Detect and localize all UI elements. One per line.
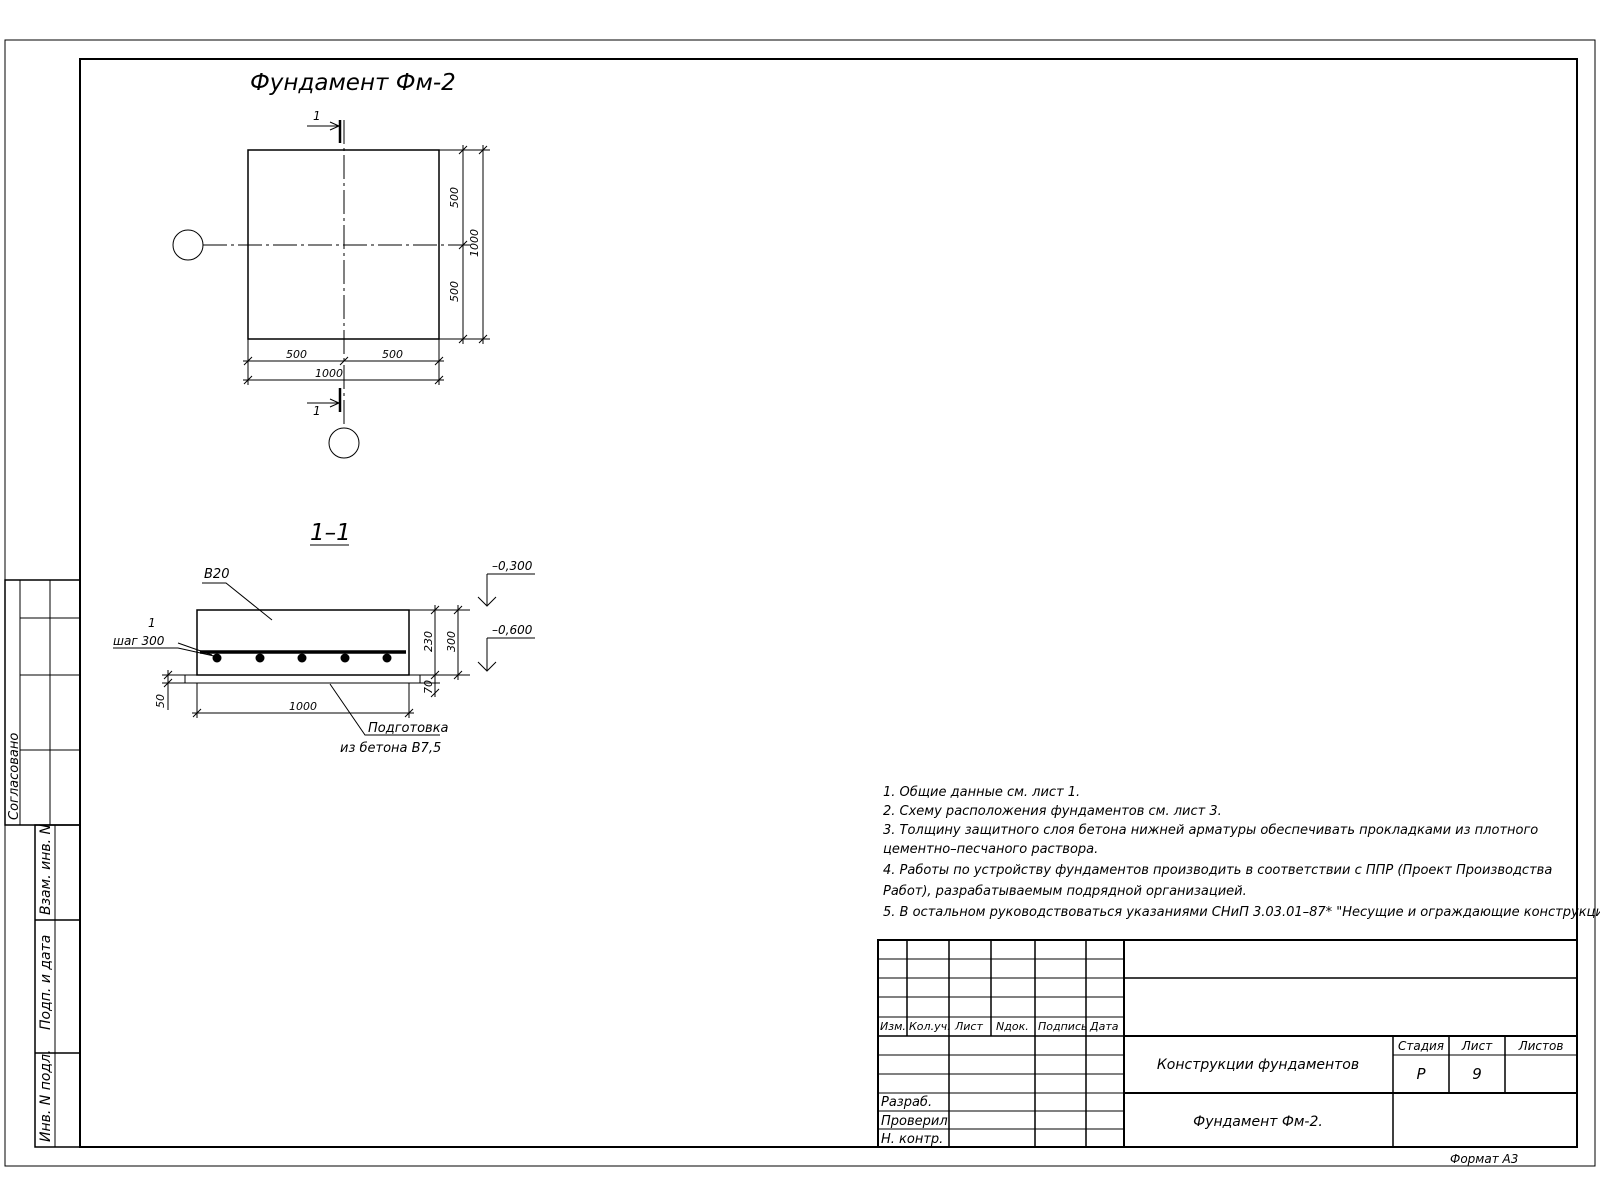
tb-col-header: Подпись — [1038, 1020, 1087, 1033]
note-line: 2. Схему расположения фундаментов см. ли… — [883, 804, 1222, 819]
dim-section-width: 1000 — [289, 700, 317, 713]
elevation-top-label: –0,300 — [492, 559, 533, 573]
tb-role: Разраб. — [881, 1095, 932, 1110]
dim-left-half: 500 — [286, 348, 307, 361]
side-label-inv-orig: Инв. N подл. — [38, 1050, 54, 1143]
section-mark-top: 1 — [307, 109, 342, 143]
section-mark-bottom-label: 1 — [313, 404, 321, 418]
plan-dims-bottom: 500 500 1000 — [243, 339, 444, 385]
tb-col-header: Nдок. — [996, 1020, 1029, 1033]
side-stamp: Согласовано Взам. инв. N Подп. и дата Ин… — [4, 579, 81, 1148]
note-line: 5. В остальном руководствоваться указани… — [883, 905, 1600, 920]
section-mark-bottom: 1 — [307, 388, 342, 418]
tb-role: Н. контр. — [881, 1132, 943, 1147]
dim-total-height: 300 — [445, 631, 458, 652]
note-line: 4. Работы по устройству фундаментов прои… — [883, 863, 1552, 878]
tb-stage-header: Стадия — [1398, 1039, 1444, 1053]
section-title: 1–1 — [310, 520, 351, 546]
note-line: Работ), разрабатываемым подрядной органи… — [883, 884, 1247, 899]
note-line: 3. Толщину защитного слоя бетона нижней … — [883, 823, 1538, 838]
dim-slab: 230 — [422, 631, 435, 652]
plan-title: Фундамент Фм-2 — [250, 70, 456, 96]
tb-col-header: Лист — [954, 1020, 983, 1033]
section-view: 1–1 В20 1 шаг 300 — [113, 520, 535, 756]
tb-role: Проверил — [881, 1114, 948, 1129]
elevation-bottom-label: –0,600 — [492, 623, 533, 637]
side-label-inv-replace: Взам. инв. N — [38, 824, 54, 915]
elevation-bottom: –0,600 — [477, 623, 535, 672]
rebar-dot — [297, 653, 307, 663]
footing-slab — [196, 609, 410, 676]
axis-marker-horizontal — [172, 229, 204, 261]
rebar-dot — [255, 653, 265, 663]
rebar-dot — [340, 653, 350, 663]
tb-sheet-value: 9 — [1472, 1065, 1482, 1083]
tb-col-header: Кол.уч. — [909, 1020, 951, 1033]
tb-sheets-header: Листов — [1518, 1039, 1564, 1053]
rebar-dot — [382, 653, 392, 663]
rebar-dot — [212, 653, 222, 663]
dim-height-total: 1000 — [468, 229, 481, 257]
elevation-top: –0,300 — [477, 559, 535, 607]
preparation-label-1: Подготовка — [368, 721, 449, 736]
tb-sheet-header: Лист — [1461, 1039, 1493, 1053]
dim-prep-left: 50 — [154, 694, 167, 708]
tb-stage-value: Р — [1416, 1065, 1426, 1083]
tb-col-header: Дата — [1089, 1020, 1119, 1033]
rebar-leader — [113, 647, 215, 657]
side-label-agreed: Согласовано — [7, 733, 22, 820]
tb-col-header: Изм. — [880, 1020, 906, 1033]
format-label: Формат А3 — [1450, 1152, 1518, 1166]
rebar-label-1: 1 — [148, 616, 156, 630]
rebar-label-2: шаг 300 — [113, 634, 165, 648]
sheet-inner-frame — [79, 58, 1578, 1148]
concrete-preparation-layer — [184, 674, 421, 684]
general-notes: 1. Общие данные см. лист 1. 2. Схему рас… — [883, 785, 1600, 920]
concrete-leader — [202, 582, 273, 621]
section-dims-bottom: 1000 — [192, 683, 414, 718]
dim-bottom-half: 500 — [448, 281, 461, 302]
section-dims-right: 230 300 70 — [409, 605, 470, 698]
axis-marker-vertical — [328, 427, 360, 459]
preparation-leader — [329, 683, 440, 736]
dim-width-total: 1000 — [315, 367, 343, 380]
note-line: цементно–песчаного раствора. — [883, 842, 1098, 857]
title-block: Изм. Кол.уч. Лист Nдок. Подпись Дата Раз… — [877, 939, 1578, 1148]
plan-view: Фундамент Фм-2 1 1 — [172, 70, 490, 459]
note-line: 1. Общие данные см. лист 1. — [883, 785, 1080, 800]
preparation-label-2: из бетона В7,5 — [340, 741, 441, 756]
section-dims-left: 50 — [154, 670, 185, 710]
tb-section-name: Конструкции фундаментов — [1157, 1057, 1359, 1073]
concrete-class-label: В20 — [204, 567, 229, 582]
dim-prep: 70 — [422, 680, 435, 694]
tb-sheet-name: Фундамент Фм-2. — [1193, 1114, 1323, 1130]
sheet-outer-border — [4, 39, 1596, 1167]
section-mark-top-label: 1 — [313, 109, 321, 123]
side-label-sign-date: Подп. и дата — [38, 935, 54, 1030]
dim-top-half: 500 — [448, 187, 461, 208]
dim-right-half: 500 — [382, 348, 403, 361]
plan-dims-right: 500 500 1000 — [439, 145, 490, 344]
